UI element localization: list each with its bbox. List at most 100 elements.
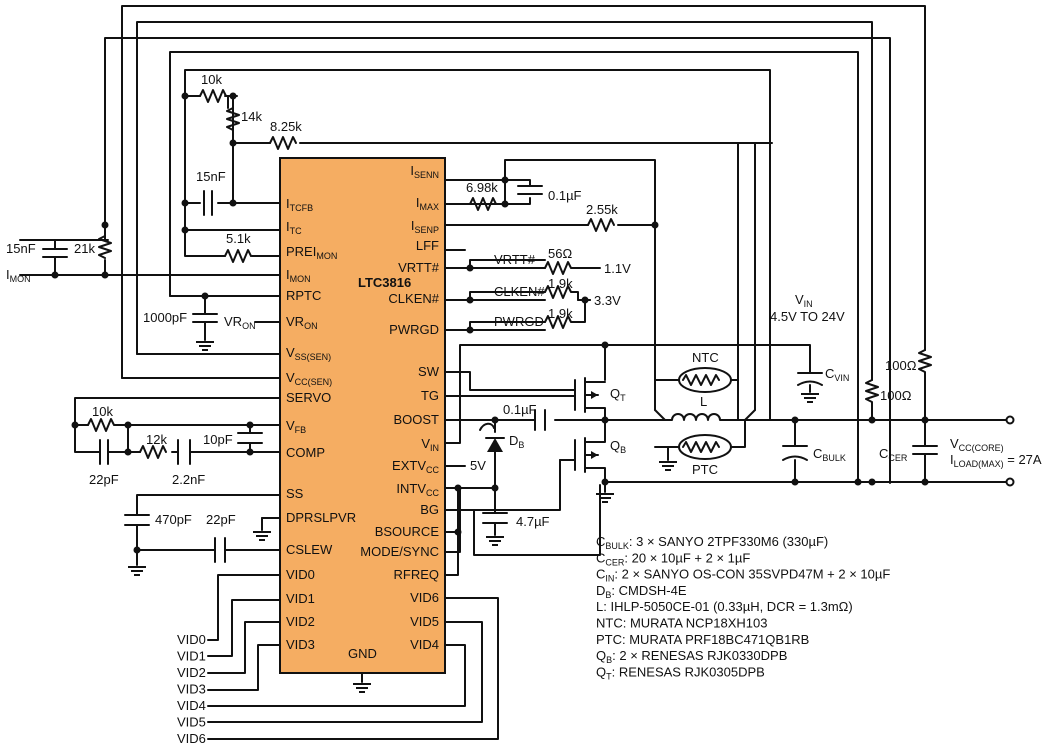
diode-db — [487, 438, 503, 452]
resistor-21k — [98, 235, 112, 259]
label-c15nf-itc: 15nF — [196, 169, 226, 184]
label-vin: VIN — [795, 292, 813, 309]
vid-bus-label-0: VID0 — [177, 632, 206, 647]
label-c22nf: 2.2nF — [172, 472, 205, 487]
bom-line-8: QT: RENESAS RJK0305DPB — [596, 664, 765, 681]
cap-0-1uf-boost — [534, 409, 546, 431]
label-v11: 1.1V — [604, 261, 631, 276]
label-c01uf-boost: 0.1µF — [503, 402, 537, 417]
label-c10pf: 10pF — [203, 432, 233, 447]
label-pwrgd-net: PWRGD — [494, 314, 544, 329]
pin-label-right-11: EXTVCC — [392, 458, 439, 475]
label-inductor: L — [700, 394, 707, 409]
cap-cbulk — [782, 455, 808, 461]
pin-label-right-19: VID4 — [410, 637, 439, 652]
pin-label-left-9: VFB — [286, 418, 306, 435]
bom-line-3: DB: CMDSH-4E — [596, 583, 687, 600]
bom-line-4: L: IHLP-5050CE-01 (0.33µH, DCR = 1.3mΩ) — [596, 599, 853, 614]
pin-label-right-17: VID6 — [410, 590, 439, 605]
resistor-10k-fb — [87, 418, 121, 432]
wire-top — [19, 5, 926, 484]
resistor-5k1 — [224, 249, 252, 263]
label-iload: ILOAD(MAX) = 27A — [950, 452, 1042, 469]
resistor-100-b — [865, 379, 879, 421]
label-c22pf-slew: 22pF — [206, 512, 236, 527]
pin-label-right-8: TG — [421, 388, 439, 403]
label-c22pf-fb: 22pF — [89, 472, 119, 487]
label-clken-net: CLKEN# — [494, 284, 545, 299]
label-r14k: 14k — [241, 109, 262, 124]
inductor-l — [654, 413, 756, 421]
label-r51k: 5.1k — [226, 231, 251, 246]
pin-label-right-10: VIN — [421, 436, 439, 453]
cap-22pf-fb — [92, 439, 129, 465]
bom-line-7: QB: 2 × RENESAS RJK0330DPB — [596, 648, 787, 665]
bom-line-2: CIN: 2 × SANYO OS-CON 35SVPD47M + 2 × 10… — [596, 567, 890, 584]
label-r255k: 2.55k — [586, 202, 618, 217]
ic-pins-right: ISENNIMAXISENPLFFVRTT#CLKEN#PWRGDSWTGBOO… — [360, 163, 440, 652]
pin-label-left-12: DPRSLPVR — [286, 510, 356, 525]
resistor-14k — [226, 107, 240, 131]
pin-label-right-18: VID5 — [410, 614, 439, 629]
label-qt: QT — [610, 386, 626, 403]
bom-line-0: CBULK: 3 × SANYO 2TPF330M6 (330µF) — [596, 534, 828, 551]
cap-22pf-slew — [214, 537, 226, 563]
label-r12k: 12k — [146, 432, 167, 447]
pin-label-right-14: BSOURCE — [375, 524, 440, 539]
label-r10k-top: 10k — [201, 72, 222, 87]
cap-15nf-itc — [203, 190, 213, 216]
pin-label-left-10: COMP — [286, 445, 325, 460]
cap-0-1uf-imax — [517, 185, 543, 195]
pin-label-right-5: CLKEN# — [388, 291, 439, 306]
pin-label-right-2: ISENP — [411, 218, 439, 235]
label-vron: VRON — [224, 314, 256, 331]
label-ptc: PTC — [692, 462, 718, 477]
pin-label-left-0: ITCFB — [286, 196, 313, 213]
resistor-100-a — [918, 349, 932, 421]
resistor-12k — [139, 445, 167, 459]
vid-bus-label-1: VID1 — [177, 649, 206, 664]
cap-470pf — [124, 514, 150, 526]
ptc-thermistor — [678, 434, 732, 460]
pin-label-left-16: VID2 — [286, 614, 315, 629]
resistor-2k55 — [587, 218, 615, 232]
label-c470pf: 470pF — [155, 512, 192, 527]
vid-bus — [207, 574, 499, 740]
pin-label-left-15: VID1 — [286, 591, 315, 606]
label-c01uf-imax: 0.1µF — [548, 188, 582, 203]
pin-label-right-7: SW — [418, 364, 440, 379]
pin-label-right-16: RFREQ — [394, 567, 440, 582]
pin-label-right-12: INTVCC — [396, 481, 439, 498]
bom-line-6: PTC: MURATA PRF18BC471QB1RB — [596, 632, 809, 647]
label-v5: 5V — [470, 458, 486, 473]
pin-label-right-6: PWRGD — [389, 322, 439, 337]
resistor-56 — [544, 261, 579, 275]
ic-pins-left: ITCFBITCPREIMONIMONRPTCVRONVSS(SEN)VCC(S… — [286, 196, 356, 652]
resistor-6k98 — [469, 197, 506, 211]
junction-dots — [51, 92, 1015, 554]
vid-bus-label-4: VID4 — [177, 698, 206, 713]
pin-label-left-14: VID0 — [286, 567, 315, 582]
pin-label-left-4: RPTC — [286, 288, 321, 303]
label-vrtt-net: VRTT# — [494, 252, 536, 267]
vid-bus-label-2: VID2 — [177, 665, 206, 680]
resistor-10k-top — [199, 89, 227, 103]
bom-line-1: CCER: 20 × 10µF + 2 × 1µF — [596, 550, 750, 567]
cap-cvin — [797, 380, 823, 386]
label-r825k: 8.25k — [270, 119, 302, 134]
vid-bus-label-6: VID6 — [177, 731, 206, 746]
pin-label-right-0: ISENN — [410, 163, 439, 180]
pin-label-left-2: PREIMON — [286, 244, 337, 261]
label-c1000pf: 1000pF — [143, 310, 187, 325]
pin-label-left-8: SERVO — [286, 390, 331, 405]
label-db: DB — [509, 433, 524, 450]
cap-15nf-imon — [42, 248, 68, 258]
ic-gnd-label: GND — [348, 646, 377, 661]
label-ntc: NTC — [692, 350, 719, 365]
ntc-thermistor — [678, 367, 732, 393]
pin-label-right-4: VRTT# — [398, 260, 440, 275]
label-cbulk: CBULK — [813, 446, 846, 463]
label-c15nf-imon: 15nF — [6, 241, 36, 256]
bom-line-5: NTC: MURATA NCP18XH103 — [596, 616, 767, 631]
